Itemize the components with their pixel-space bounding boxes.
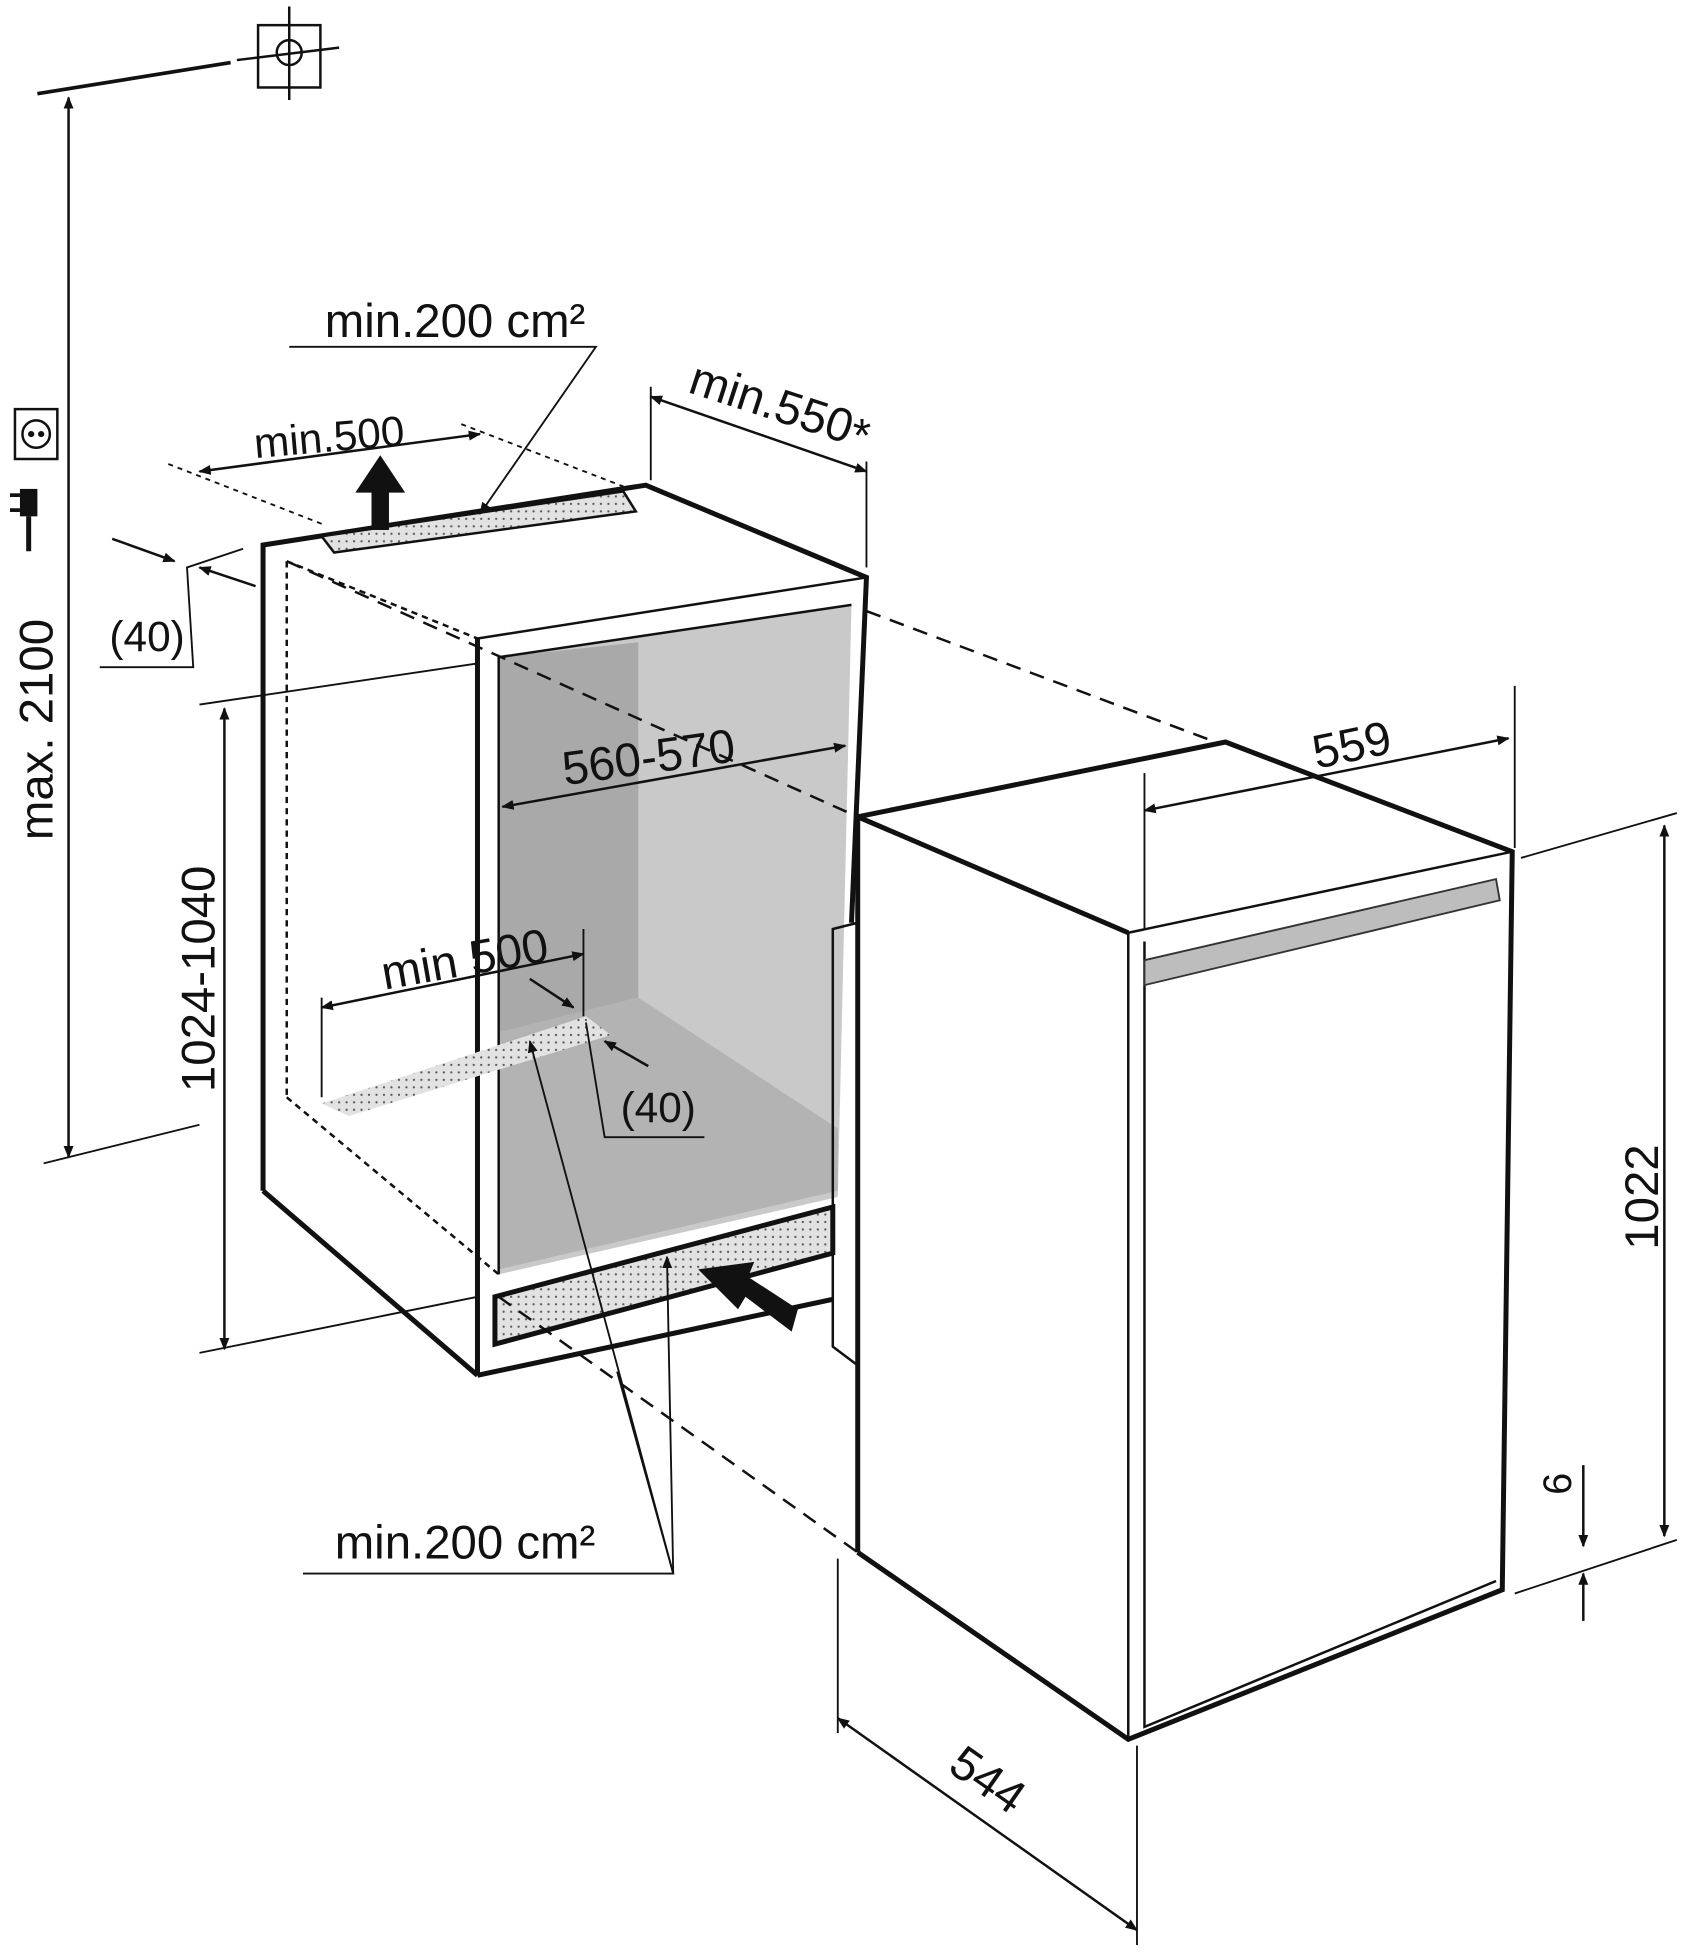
appliance-width-label: 559 [1308,711,1396,779]
top-vent [319,490,638,554]
niche-depth-note: * [853,410,871,463]
floor-vent [321,1016,611,1117]
top-gap-label: (40) [109,613,184,660]
max-height-dimension [43,96,200,1165]
projection-lines [286,560,1216,1554]
control-panel [1143,878,1501,987]
socket-icon [13,407,59,461]
wall-connection-icon [37,6,340,100]
bottom-gap-label: (40) [621,1084,696,1131]
dimension-lines [99,345,1678,1946]
plinth-gap-label: 6 [1536,1473,1580,1495]
appliance-height-label: 1022 [1616,1144,1669,1249]
appliance-depth-label: 544 [940,1736,1035,1825]
top-vent-width-label: min.500 [252,407,406,467]
air-outlet-arrow [355,455,406,531]
max-height-label: max. 2100 [10,619,63,840]
plug-icon [9,488,38,552]
top-vent-area-label: min.200 cm² [325,295,586,348]
niche-height-label: 1024-1040 [172,866,225,1092]
appliance [831,739,1515,1743]
niche [260,482,870,1378]
air-inlet-arrow [698,1261,798,1332]
bottom-vent-area-label: min.200 cm² [335,1517,596,1570]
